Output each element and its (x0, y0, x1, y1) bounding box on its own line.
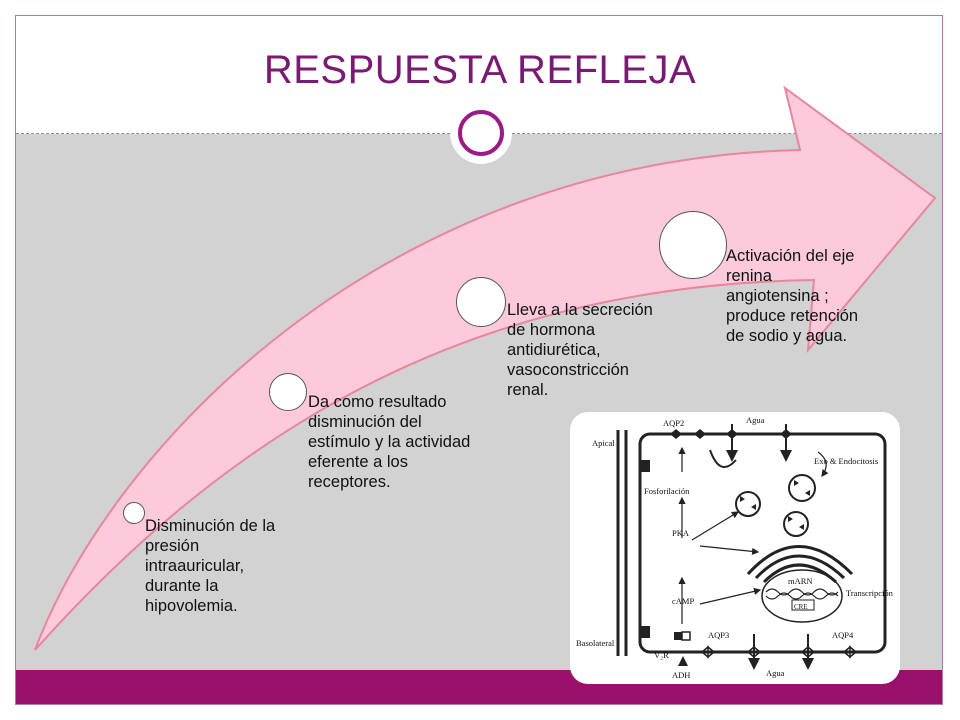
step-3-text: Lleva a la secreción de hormona antidiur… (507, 301, 653, 399)
title-divider-left (16, 133, 450, 134)
aqp2-channels (670, 429, 792, 439)
title-divider-right (512, 133, 942, 134)
aqp4-label: AQP4 (832, 630, 854, 640)
step-3-node (456, 277, 506, 327)
transcripcion-label: Transcripción (846, 588, 894, 598)
slide-title: RESPUESTA REFLEJA (263, 48, 697, 92)
adh-cell-mechanism-diagram: Apical Basolateral AQP2 Agua Exo & Endoc… (570, 412, 900, 684)
aqp3-label: AQP3 (708, 630, 729, 640)
aqp2-label: AQP2 (663, 418, 684, 428)
cre-label: CRE (794, 603, 808, 611)
step-2-node (269, 373, 307, 411)
slide-frame (15, 15, 943, 705)
step-4-node (659, 211, 727, 279)
cell-membrane (638, 432, 887, 654)
agua-top-label: Agua (746, 415, 765, 425)
pka-label: PKA (672, 528, 690, 538)
step-1-node (123, 502, 145, 524)
exo-endocitosis-label: Exo & Endocitosis (814, 456, 878, 466)
fosforilacion-label: Fosforilación (644, 486, 690, 496)
v2r-label: V₂R (654, 650, 669, 660)
adh-label: ADH (672, 670, 690, 680)
step-1-text: Disminución de la presión intraauricular… (145, 517, 276, 615)
vesicles (709, 449, 816, 537)
step-4-text: Activación del eje renina angiotensina ;… (726, 247, 859, 345)
marn-label: mARN (788, 576, 813, 586)
agua-bottom-label: Agua (766, 668, 785, 678)
nucleus (746, 545, 854, 623)
apical-label: Apical (592, 438, 615, 448)
step-2-text: Da como resultado disminución del estímu… (308, 393, 471, 491)
basolateral-label: Basolateral (576, 638, 615, 648)
title-ornament-icon (450, 102, 512, 164)
camp-label: cAMP (672, 596, 694, 606)
